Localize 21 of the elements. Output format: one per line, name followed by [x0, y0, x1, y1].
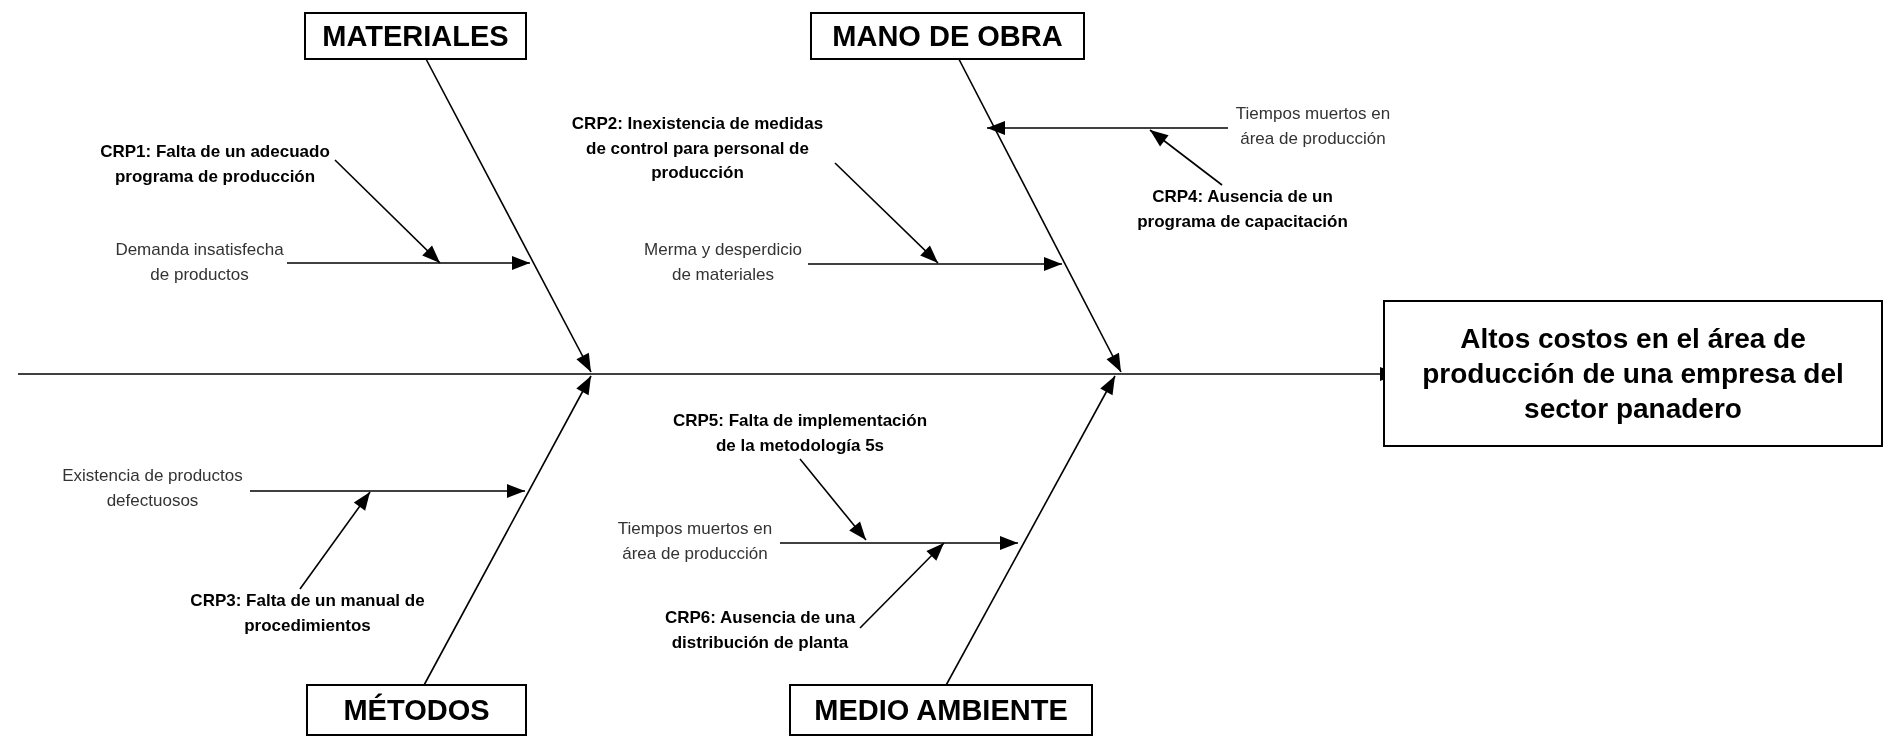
effect-box	[1383, 300, 1883, 447]
category-box	[789, 684, 1093, 736]
category-box	[304, 12, 527, 60]
cause-label: CRP4: Ausencia de un programa de capacitación	[1136, 186, 1349, 233]
category-title: MÉTODOS	[343, 692, 490, 728]
category-box	[306, 684, 527, 736]
cause-label: CRP3: Falta de un manual de procedimientos	[190, 590, 425, 637]
effect-text: Altos costos en el área de producción de una empresa del sector panadero	[1421, 322, 1845, 426]
cause-label: Tiempos muertos en área de producción	[616, 518, 774, 565]
category-title: MATERIALES	[322, 18, 509, 54]
cause-label: Demanda insatisfecha de productos	[114, 239, 285, 286]
cause-label: Merma y desperdicio de materiales	[643, 239, 803, 286]
cause-label: Existencia de productos defectuosos	[61, 465, 244, 512]
category-title: MEDIO AMBIENTE	[814, 692, 1068, 728]
cause-label: CRP5: Falta de implementación de la metodología 5s	[671, 410, 929, 457]
cause-label: Tiempos muertos en área de producción	[1234, 103, 1392, 150]
cause-label: CRP2: Inexistencia de medidas de control para personal de producción	[570, 113, 825, 185]
cause-label: CRP6: Ausencia de una distribución de planta	[663, 607, 857, 654]
category-box	[810, 12, 1085, 60]
cause-label: CRP1: Falta de un adecuado programa de producción	[99, 141, 331, 188]
category-title: MANO DE OBRA	[832, 18, 1063, 54]
